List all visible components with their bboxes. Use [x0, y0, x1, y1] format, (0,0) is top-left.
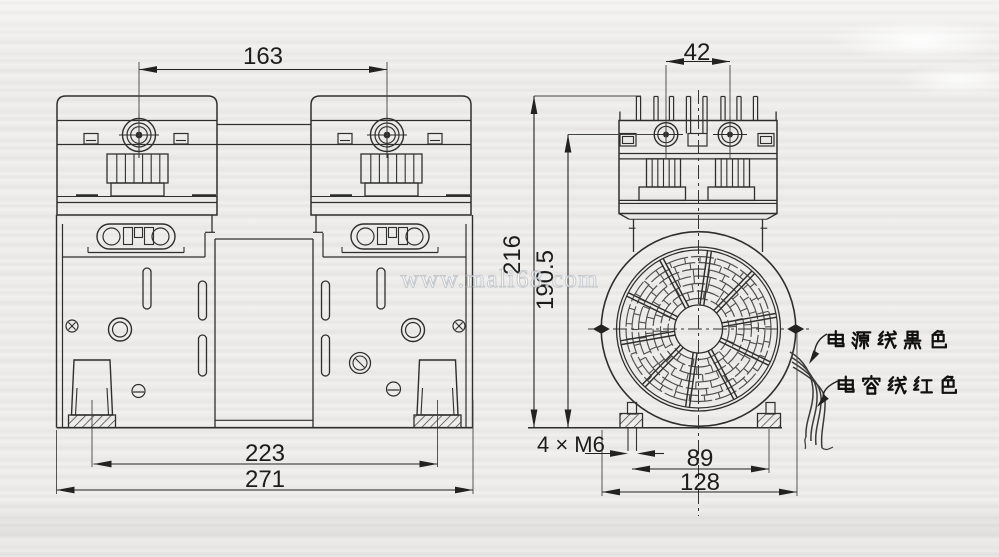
svg-text:4 × M6: 4 × M6: [537, 432, 605, 457]
svg-text:216: 216: [499, 235, 526, 275]
svg-text:190.5: 190.5: [532, 250, 559, 310]
svg-text:128: 128: [680, 469, 720, 496]
svg-text:163: 163: [243, 43, 283, 70]
svg-text:271: 271: [245, 466, 285, 493]
svg-text:223: 223: [245, 440, 285, 467]
svg-text:42: 42: [684, 39, 711, 66]
svg-text:89: 89: [687, 445, 714, 472]
svg-text:www.mali68.com: www.mali68.com: [401, 266, 600, 293]
